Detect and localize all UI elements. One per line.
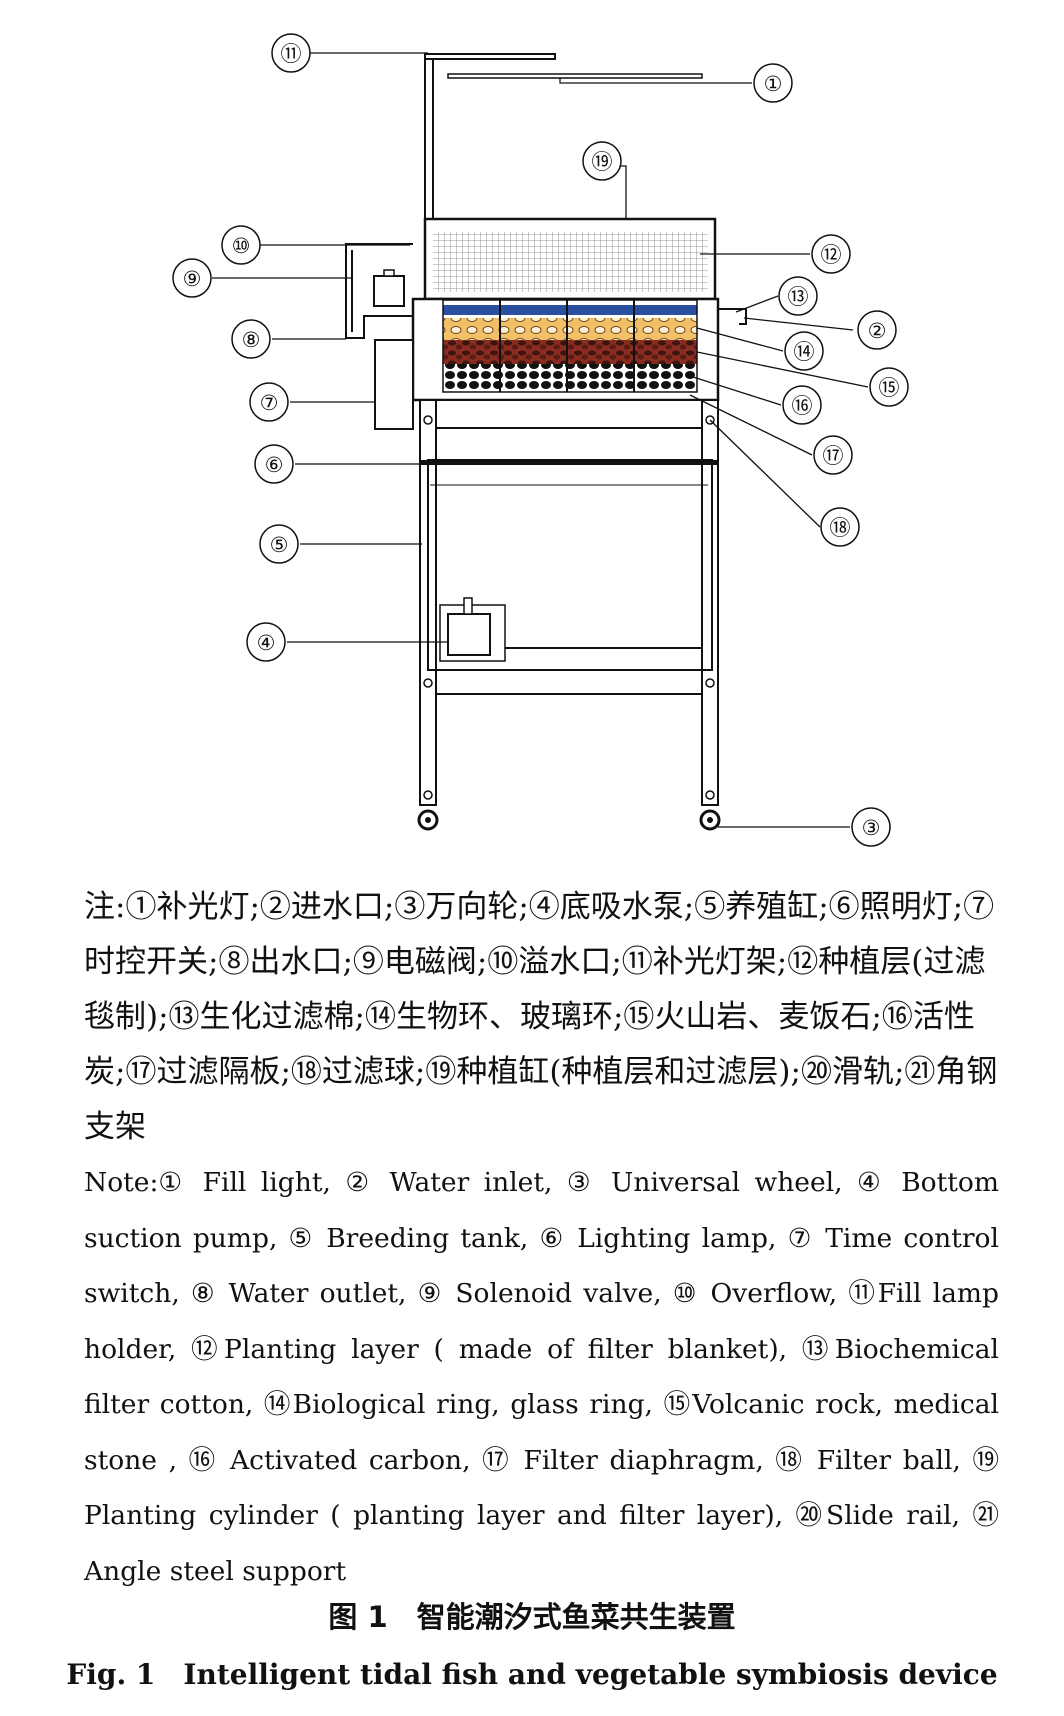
svg-text:⑯: ⑯ [792, 394, 813, 418]
outlet-pipe [345, 243, 413, 339]
svg-text:⑮: ⑮ [879, 376, 900, 400]
svg-text:②: ② [868, 319, 887, 343]
note-english: Note: ① Fill light, ② Water inlet, ③ Uni… [84, 1155, 999, 1599]
svg-text:⑨: ⑨ [183, 267, 202, 291]
callout-7: ⑦ [249, 382, 289, 422]
svg-text:⑲: ⑲ [592, 150, 613, 174]
callout-6: ⑥ [254, 444, 294, 484]
callout-16: ⑯ [782, 385, 822, 425]
callout-14: ⑭ [784, 331, 824, 371]
svg-text:⑧: ⑧ [242, 328, 261, 352]
svg-text:⑭: ⑭ [794, 340, 815, 364]
callout-12: ⑫ [811, 234, 851, 274]
note-english-heading: Note: [84, 1167, 159, 1198]
time-control-switch [374, 339, 414, 430]
device-diagram: ① ② ③ ④ ⑤ ⑥ ⑦ ⑧ ⑨ ⑩ ⑪ ⑫ ⑬ ⑭ ⑮ ⑯ ⑰ ⑱ ⑲ [172, 33, 909, 847]
note-english-body: ① Fill light, ② Water inlet, ③ Universal… [84, 1167, 999, 1587]
svg-text:①: ① [764, 72, 783, 96]
svg-text:⑰: ⑰ [823, 444, 844, 468]
callout-1: ① [753, 63, 793, 103]
callout-4: ④ [246, 622, 286, 662]
filter-box [411, 297, 720, 402]
note-chinese: 注: ①补光灯;②进水口;③万向轮;④底吸水泵;⑤养殖缸;⑥照明灯;⑦时控开关;… [84, 880, 999, 1155]
angle-steel-support [419, 399, 719, 806]
callout-18: ⑱ [820, 507, 860, 547]
callout-15: ⑮ [869, 367, 909, 407]
svg-text:⑤: ⑤ [270, 533, 289, 557]
callout-2: ② [857, 310, 897, 350]
svg-text:⑥: ⑥ [265, 453, 284, 477]
callout-3: ③ [851, 807, 891, 847]
callout-5: ⑤ [259, 524, 299, 564]
planting-tank [423, 217, 717, 301]
svg-text:③: ③ [862, 816, 881, 840]
svg-text:⑫: ⑫ [821, 243, 842, 267]
solenoid-valve [373, 275, 405, 307]
callout-13: ⑬ [778, 276, 818, 316]
callout-11: ⑪ [271, 33, 311, 73]
svg-text:⑩: ⑩ [232, 234, 251, 258]
callout-17: ⑰ [813, 435, 853, 475]
fill-light [447, 73, 703, 79]
figure-caption-english: Fig. 1 Intelligent tidal fish and vegeta… [66, 1658, 998, 1691]
universal-wheel [417, 809, 721, 831]
callout-8: ⑧ [231, 319, 271, 359]
svg-text:⑪: ⑪ [281, 42, 302, 66]
callout-19: ⑲ [582, 141, 622, 181]
callout-markers: ① ② ③ ④ ⑤ ⑥ ⑦ ⑧ ⑨ ⑩ ⑪ ⑫ ⑬ ⑭ ⑮ ⑯ ⑰ ⑱ ⑲ [172, 33, 909, 847]
fill-lamp-holder [424, 53, 556, 221]
note-chinese-heading: 注: [84, 889, 126, 925]
svg-text:④: ④ [257, 631, 276, 655]
breeding-tank [427, 459, 713, 671]
leader-lines [212, 52, 869, 828]
note-chinese-body: ①补光灯;②进水口;③万向轮;④底吸水泵;⑤养殖缸;⑥照明灯;⑦时控开关;⑧出水… [84, 889, 998, 1145]
water-inlet [718, 308, 747, 325]
svg-text:⑦: ⑦ [260, 391, 279, 415]
svg-text:⑬: ⑬ [788, 285, 809, 309]
svg-text:⑱: ⑱ [830, 516, 851, 540]
figure-caption-chinese: 图 1 智能潮汐式鱼菜共生装置 [328, 1600, 736, 1634]
bottom-suction-pump [439, 597, 702, 662]
callout-10: ⑩ [221, 225, 261, 265]
lighting-lamp [420, 460, 718, 465]
callout-9: ⑨ [172, 258, 212, 298]
